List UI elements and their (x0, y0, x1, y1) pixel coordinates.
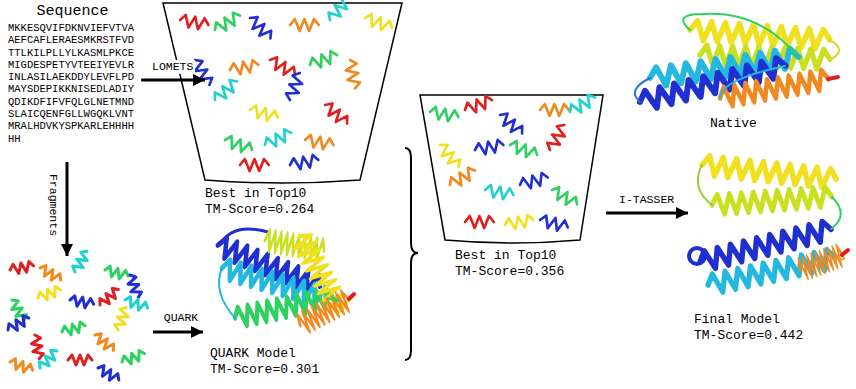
bucket (163, 3, 603, 243)
model-title: Native (710, 116, 850, 132)
sequence-text: MKKESQVIFDKNVIEFVTVA AEFCAFLERAESMKRSTFV… (8, 22, 137, 145)
decoy-structures (179, 0, 394, 171)
model-panel: QUARK ModelTM-Score=0.301 (205, 222, 405, 380)
protein-model (214, 229, 354, 334)
decoy-pool: Best in Top10TM-Score=0.356 (418, 92, 606, 282)
sequence-block: SequenceMKKESQVIFDKNVIEFVTVA AEFCAFLERAE… (4, 2, 141, 147)
tm-score: TM-Score=0.264 (205, 202, 401, 218)
model-title: Final Model (694, 312, 849, 328)
decoy-structures (429, 92, 598, 233)
model-panel: Native (628, 0, 854, 134)
heading: Sequence (8, 2, 137, 22)
tm-score: TM-Score=0.301 (210, 362, 401, 378)
pool-title: Best in Top10 (455, 248, 602, 264)
step-label: QUARK (162, 311, 201, 325)
model-title: QUARK Model (210, 346, 401, 362)
merge-brace (405, 148, 418, 253)
fragment-pieces (6, 249, 150, 385)
flow-arrow (606, 212, 688, 215)
flow-arrow (67, 162, 203, 332)
step-label: I-TASSER (617, 193, 676, 207)
model-panel: Final ModelTM-Score=0.442 (688, 140, 853, 346)
tm-score: TM-Score=0.356 (455, 264, 602, 280)
decoy-pool: Best in Top10TM-Score=0.264 (205, 0, 405, 220)
step-label: Fragments (46, 172, 60, 238)
protein-model (635, 14, 839, 112)
protein-model (689, 155, 848, 294)
tm-score: TM-Score=0.442 (694, 328, 849, 344)
pool-title: Best in Top10 (205, 186, 401, 202)
merge-brace (405, 253, 418, 360)
step-label: LOMETS (150, 60, 195, 74)
flow-arrow (141, 79, 205, 82)
